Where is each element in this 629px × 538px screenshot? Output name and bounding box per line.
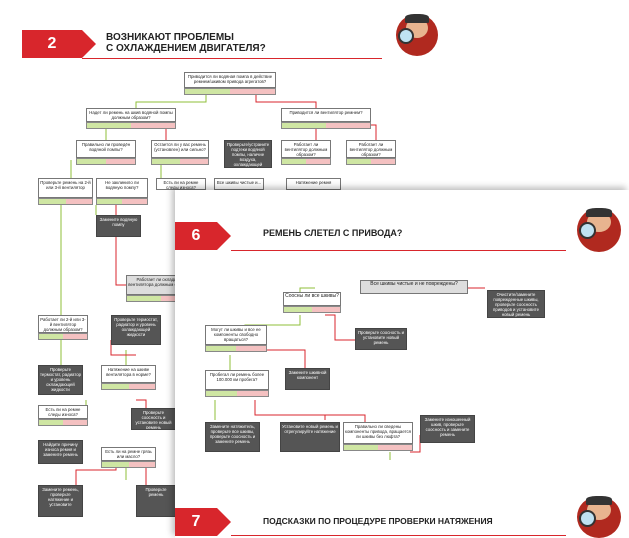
yes-no-bar xyxy=(281,122,371,129)
page-number-badge: 7 xyxy=(175,508,231,536)
flow-node: Соосны ли все шкивы? xyxy=(283,292,341,306)
yes-no-bar xyxy=(76,158,136,165)
flow-result: Установите новый ремень и отрегулируйте … xyxy=(280,422,340,452)
title-rule xyxy=(231,250,566,251)
page-number-badge: 2 xyxy=(22,30,96,58)
flow-node: Остается ли у вас ремень (установлен) ил… xyxy=(151,140,209,158)
yes-no-bar xyxy=(101,383,156,390)
flow-node: Работает ли вентилятор должным образом? xyxy=(346,140,396,158)
title-rule xyxy=(82,58,382,59)
yes-no-bar xyxy=(38,198,93,205)
flow-node: Натяжение на шкиве вентилятора в норме? xyxy=(101,365,156,383)
flow-node: Есть ли на ремне грязь или масло? xyxy=(101,447,156,461)
page-title-line2: С ОХЛАЖДЕНИЕМ ДВИГАТЕЛЯ? xyxy=(106,43,266,54)
flow-connectors xyxy=(214,287,485,460)
yes-no-bar xyxy=(184,88,276,95)
page-belt-off: 6 РЕМЕНЬ СЛЕТЕЛ С ПРИВОДА? Все шкивы чис… xyxy=(175,190,629,538)
flow-result: Проверьте соосность и установите новый р… xyxy=(355,328,407,350)
flow-node: Приводится ли водяная помпа в действие р… xyxy=(184,72,276,88)
flow-result: Проверьте термостат, радиатор и уровень … xyxy=(111,315,161,345)
flow-node: Работает ли 2-й или 3-й вентилятор должн… xyxy=(38,315,88,333)
flow-result: Замените ремень, проверьте натяжение и у… xyxy=(38,485,83,517)
yes-no-bar xyxy=(101,461,156,468)
yes-no-bar xyxy=(38,333,88,340)
title-rule xyxy=(231,535,566,536)
section-title: ПОДСКАЗКИ ПО ПРОЦЕДУРЕ ПРОВЕРКИ НАТЯЖЕНИ… xyxy=(263,516,493,526)
flow-node: Есть ли на ремне следы износа? xyxy=(38,405,88,419)
flow-result: Замените изношенный шкив, проверьте соос… xyxy=(420,415,475,443)
flow-node: Надет ли ремень на шкив водяной помпы до… xyxy=(86,108,176,122)
yes-no-bar xyxy=(346,158,396,165)
flow-result: Очистите/замените поврежденные шкивы, пр… xyxy=(487,290,545,318)
yes-no-bar xyxy=(281,158,331,165)
yes-no-bar xyxy=(38,419,88,426)
flow-node: Натяжение ремня xyxy=(286,178,341,190)
flow-node: Работает ли вентилятор должным образом? xyxy=(281,140,331,158)
flow-result: Проверьте ремень xyxy=(136,485,176,517)
page-number-badge: 6 xyxy=(175,222,231,250)
flow-node: Все шкивы чистые и... xyxy=(214,178,264,190)
page-title: ВОЗНИКАЮТ ПРОБЛЕМЫ С ОХЛАЖДЕНИЕМ ДВИГАТЕ… xyxy=(106,32,266,54)
flow-result: Проверьте термостат, радиатор и уровень … xyxy=(38,365,83,395)
yes-no-bar xyxy=(151,158,209,165)
flow-node: Приводится ли вентилятор ремнем? xyxy=(281,108,371,122)
flow-result: Замените водяную помпу xyxy=(96,215,141,237)
flow-result: Проверьте соосность и установите новый р… xyxy=(131,408,176,430)
flow-result: Проверьте/устраните подтеки водяной помп… xyxy=(224,140,272,168)
flow-result: Замените натяжитель, проверьте все шкивы… xyxy=(205,422,260,452)
mechanic-mascot-icon xyxy=(577,208,621,252)
yes-no-bar xyxy=(205,345,267,352)
yes-no-bar xyxy=(205,390,269,397)
section-title: РЕМЕНЬ СЛЕТЕЛ С ПРИВОДА? xyxy=(263,228,403,238)
flow-node: Могут ли шкивы и все ее компоненты свобо… xyxy=(205,325,267,345)
yes-no-bar xyxy=(86,122,176,129)
flow-result: Найдите причину износа ремня и замените … xyxy=(38,440,83,464)
flow-node: Есть ли на ремне следы износа? xyxy=(156,178,206,190)
mechanic-mascot-icon xyxy=(396,14,438,56)
flow-node: Правильно ли проведён водяной помпы? xyxy=(76,140,136,158)
flow-node: Не заклинило ли водяную помпу? xyxy=(96,178,148,198)
yes-no-bar xyxy=(343,444,413,451)
mechanic-mascot-icon xyxy=(577,496,621,538)
flow-node: Все шкивы чистые и не повреждены? xyxy=(360,280,468,294)
flow-node: Проверьте ремень на 2-й или 3-й вентилят… xyxy=(38,178,93,198)
yes-no-bar xyxy=(283,306,341,313)
page-title-line1: ВОЗНИКАЮТ ПРОБЛЕМЫ xyxy=(106,32,234,43)
flow-node: Правильно ли сведены компоненты привода,… xyxy=(343,422,413,444)
flow-result: Замените шкивной компонент xyxy=(285,368,330,390)
yes-no-bar xyxy=(96,198,148,205)
flow-node: Пробегал ли ремень более 100.000 км проб… xyxy=(205,370,269,390)
